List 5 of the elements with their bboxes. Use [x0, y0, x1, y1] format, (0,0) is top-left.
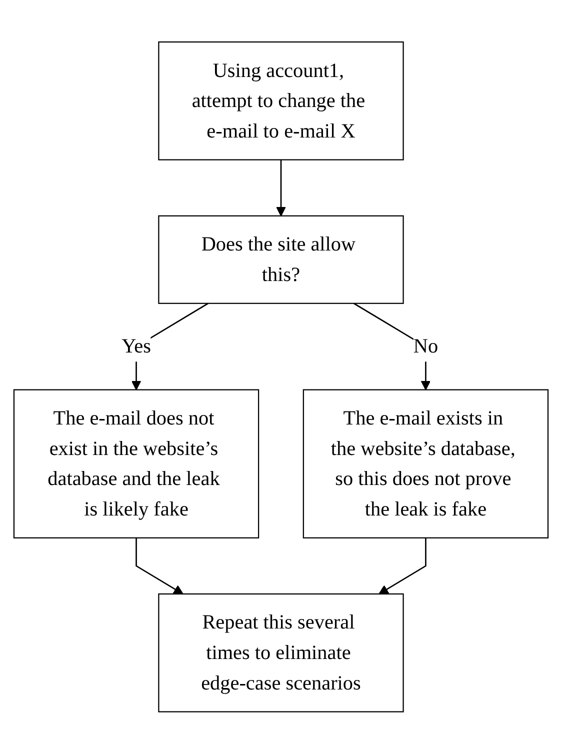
process-box: Does the site allow this?: [158, 214, 404, 304]
process-box: Repeat this several times to eliminate edge-case scenarios: [158, 593, 404, 712]
process-box: Using account1, attempt to change the e-mail to e-mail X: [158, 41, 404, 160]
process-box: The e-mail does not exist in the website’s database and the leak is likely fake: [13, 388, 260, 538]
process-box: The e-mail exists in the website’s database, so this does not prove the leak is fake: [302, 388, 549, 538]
